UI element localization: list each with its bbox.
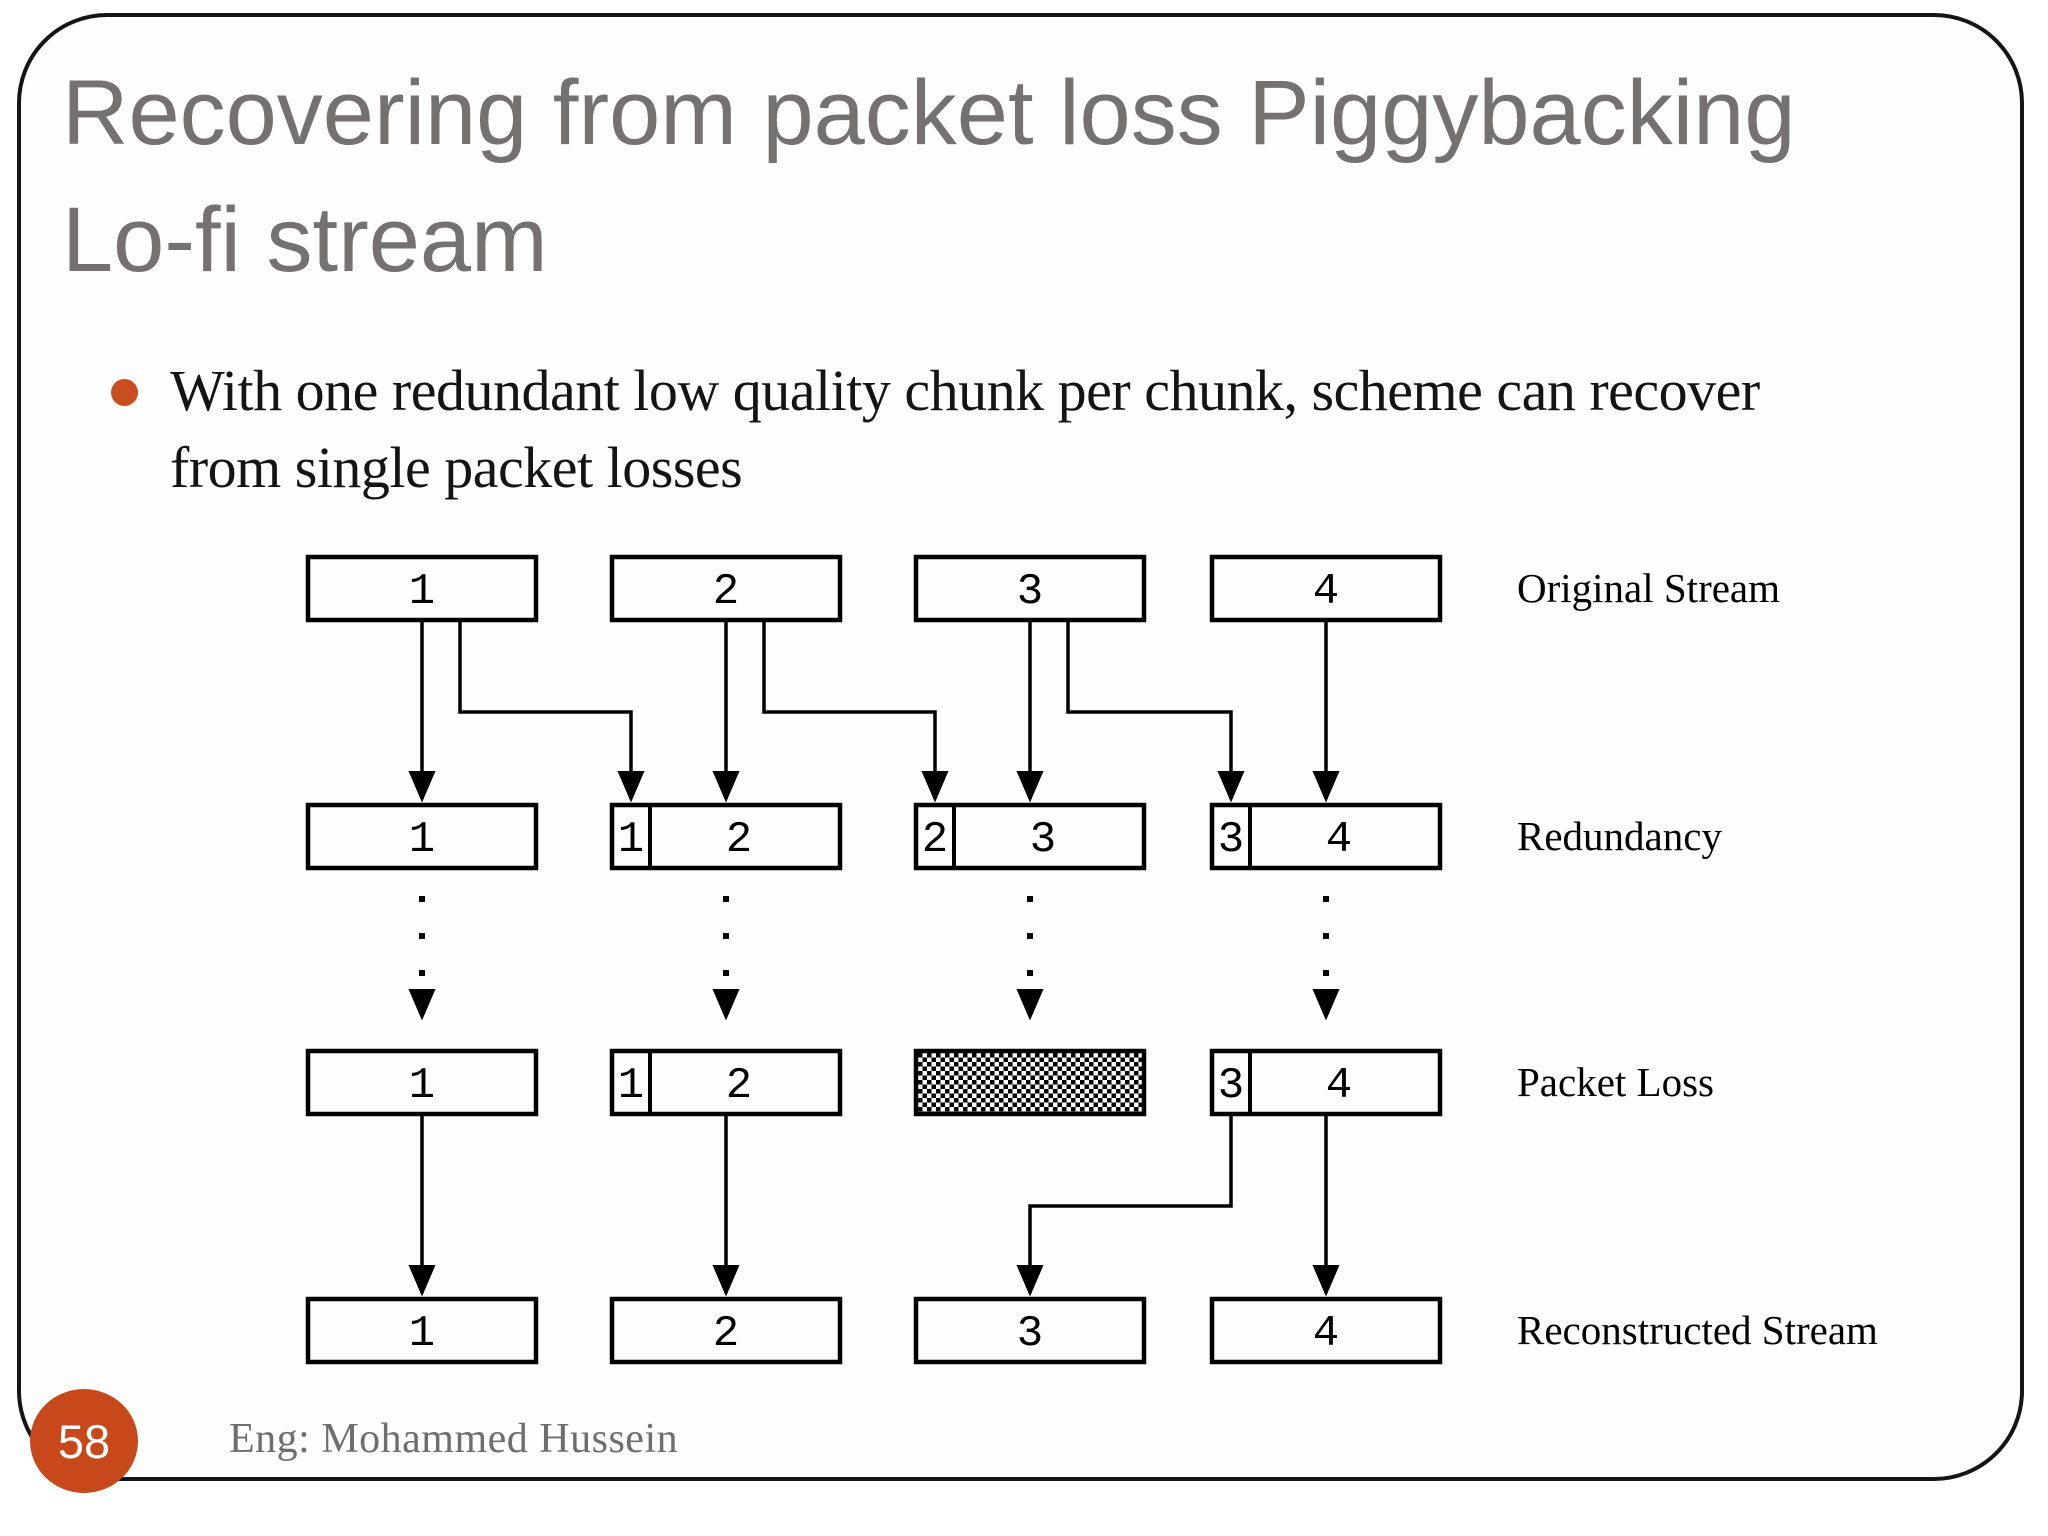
title-line-1: Recovering from packet loss Piggybacking (62, 62, 1796, 164)
page-number-badge: 58 (30, 1389, 138, 1493)
page-number: 58 (57, 1414, 111, 1468)
row-label-packet_loss: Packet Loss (1517, 1059, 1714, 1105)
title-line-2: Lo-fi stream (62, 189, 548, 291)
chunk-number: 4 (1313, 567, 1339, 617)
chunk-number: 1 (618, 1061, 644, 1111)
slide-border-frame (17, 13, 2024, 1481)
original-chunk-box-1 (305, 554, 539, 623)
chunk-number: 2 (713, 1309, 739, 1359)
chunk-number: 1 (618, 815, 644, 865)
chunk-number: 1 (409, 815, 435, 865)
page-title: Recovering from packet loss Piggybacking… (62, 50, 1796, 304)
original-chunk-box-3 (913, 554, 1147, 623)
jog-left-arrow (1016, 1114, 1233, 1297)
footer-credit: Eng: Mohammed Hussein (229, 1416, 679, 1462)
bullet-item: With one redundant low quality chunk per… (111, 352, 1760, 506)
row-label-reconstructed: Reconstructed Stream (1517, 1307, 1878, 1353)
lost-packet-box (913, 1048, 1147, 1117)
chunk-number: 4 (1326, 815, 1352, 865)
chunk-number: 2 (922, 815, 948, 865)
jog-right-arrow (458, 620, 645, 803)
chunk-number: 3 (1218, 815, 1244, 865)
bullet-text-line-2: from single packet losses (170, 435, 743, 500)
bullet-text-line-1: With one redundant low quality chunk per… (170, 358, 1760, 423)
chunk-number: 1 (409, 1309, 435, 1359)
reconstructed-chunk-box-1 (305, 1296, 539, 1365)
bullet-text: With one redundant low quality chunk per… (170, 352, 1760, 506)
chunk-number: 4 (1313, 1309, 1339, 1359)
jog-right-arrow (1066, 620, 1245, 803)
chunk-number: 2 (713, 567, 739, 617)
reconstructed-chunk-box-2 (609, 1296, 843, 1365)
original-chunk-box-2 (609, 554, 843, 623)
bullet-dot-icon (111, 379, 138, 406)
chunk-number: 3 (1030, 815, 1056, 865)
chunk-number: 1 (409, 567, 435, 617)
redundancy-chunk-box-1 (305, 802, 539, 871)
reconstructed-chunk-box-4 (1209, 1296, 1443, 1365)
chunk-number: 3 (1218, 1061, 1244, 1111)
row-label-original: Original Stream (1517, 565, 1780, 611)
chunk-number: 4 (1326, 1061, 1352, 1111)
row-label-redundancy: Redundancy (1517, 813, 1722, 859)
chunk-number: 2 (726, 1061, 752, 1111)
chunk-number: 3 (1017, 1309, 1043, 1359)
jog-right-arrow (762, 620, 949, 803)
chunk-number: 1 (409, 1061, 435, 1111)
chunk-number: 2 (726, 815, 752, 865)
chunk-number: 3 (1017, 567, 1043, 617)
reconstructed-chunk-box-3 (913, 1296, 1147, 1365)
